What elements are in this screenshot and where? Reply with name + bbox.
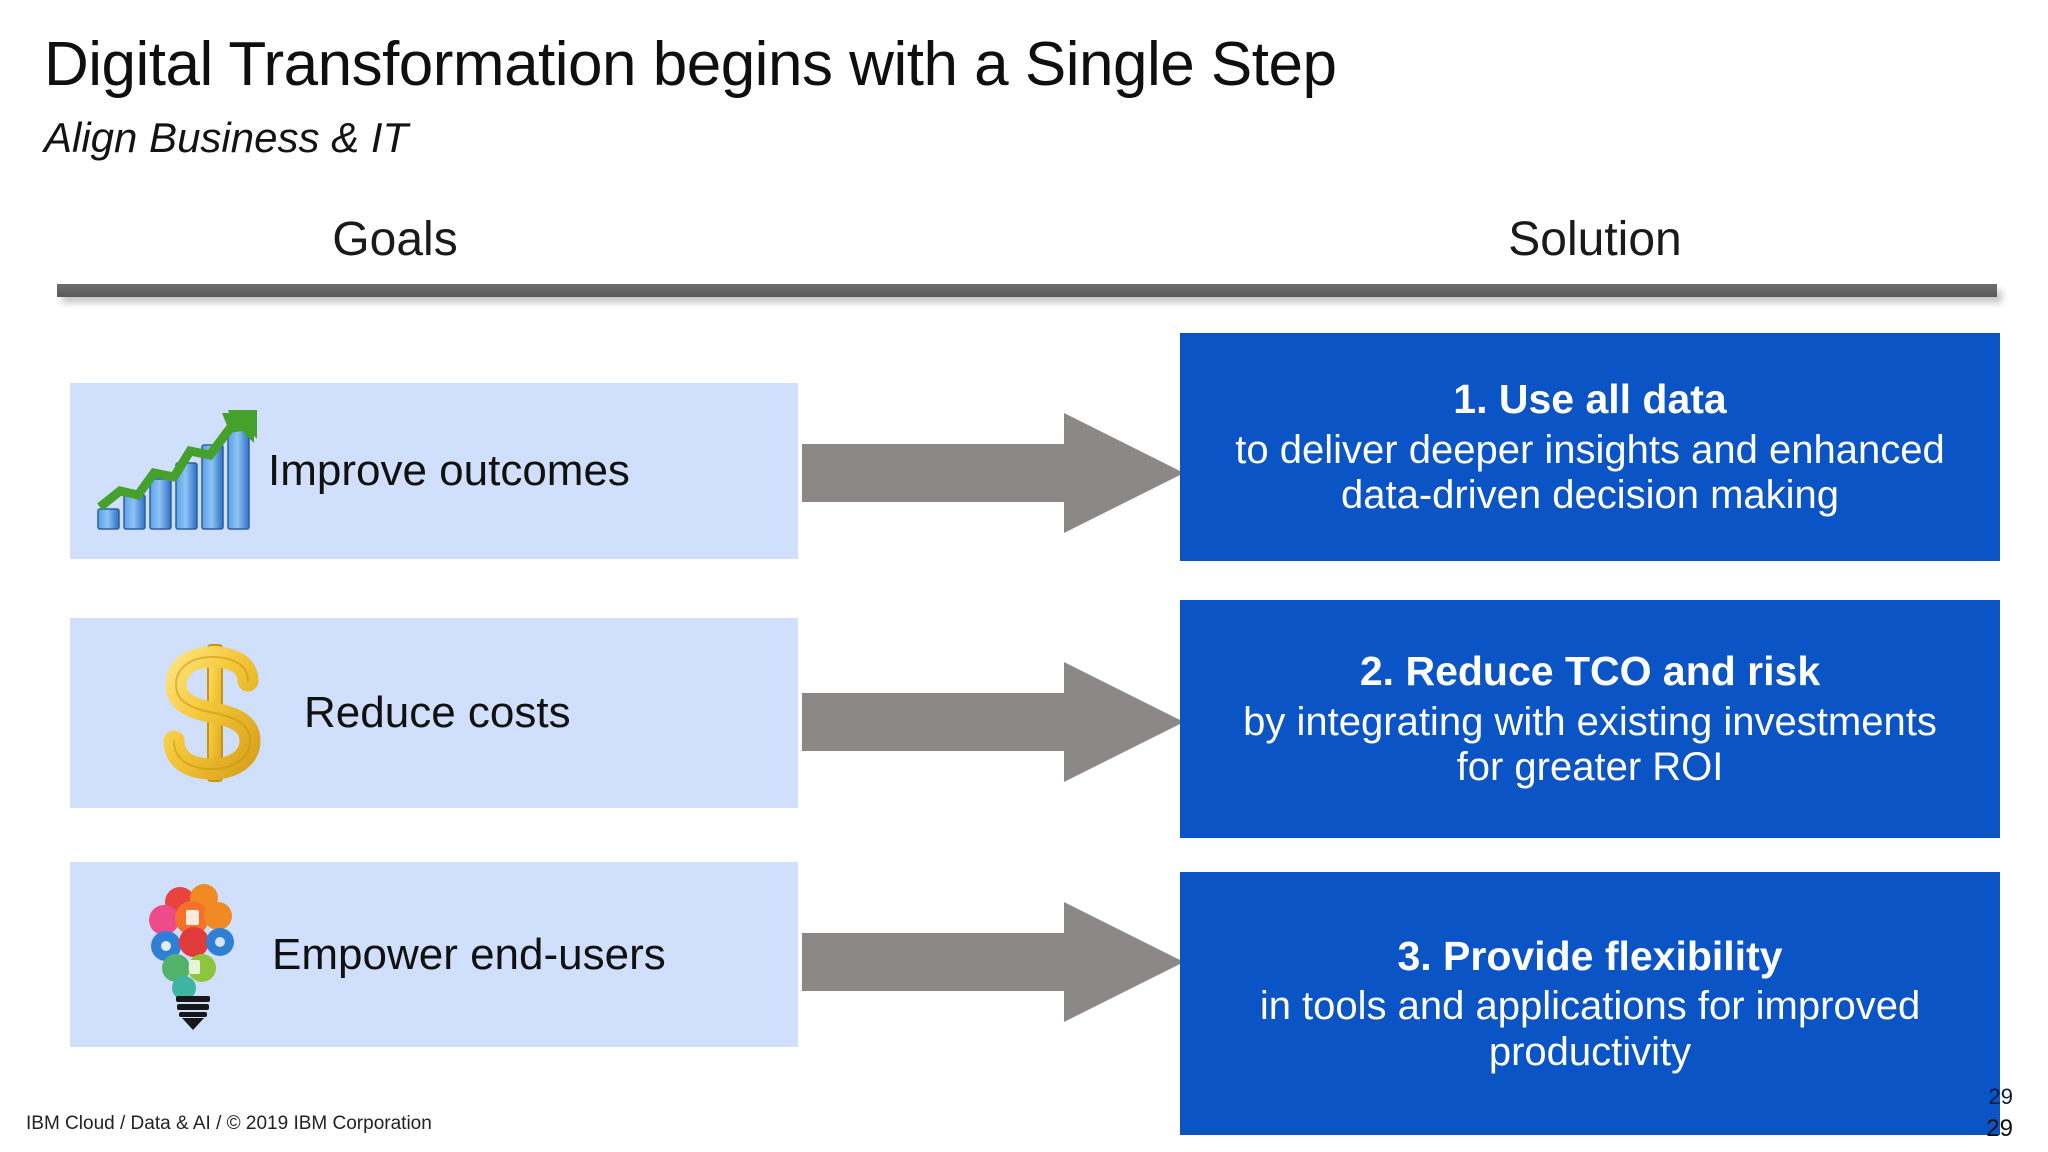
solution-body-line-1a: to deliver deeper insights and enhanced (1235, 427, 1945, 472)
goal-label-1: Improve outcomes (268, 446, 630, 495)
solution-body-line-2b: for greater ROI (1456, 745, 1724, 790)
footer-copyright: IBM Cloud / Data & AI / © 2019 IBM Corpo… (26, 1113, 432, 1134)
solution-body-line-3b: productivity (1488, 1029, 1692, 1074)
right-block-arrow-icon-2 (802, 660, 1184, 784)
solution-heading-3: 3. Provide flexibility (1397, 932, 1783, 979)
goal-label-2: Reduce costs (304, 688, 571, 737)
solution-card-3[interactable]: 3. Provide flexibility in tools and appl… (1180, 872, 2000, 1135)
right-block-arrow-icon-1 (802, 411, 1184, 535)
goal-card-1[interactable]: Improve outcomes (70, 383, 798, 559)
solution-card-1[interactable]: 1. Use all data to deliver deeper insigh… (1180, 333, 2000, 561)
solution-heading-2: 2. Reduce TCO and risk (1359, 648, 1821, 695)
goal-card-3[interactable]: Empower end-users (70, 862, 798, 1047)
page-subtitle: Align Business & IT (44, 114, 409, 161)
page-number-outer: 29 (1986, 1115, 2013, 1142)
dollar-sign-icon (156, 643, 276, 783)
solution-body-line-2a: by integrating with existing investments (1243, 699, 1937, 744)
right-block-arrow-icon-3 (802, 900, 1184, 1024)
content-row: Reduce costs 2. Reduce TCO and risk by i… (0, 600, 2048, 838)
solution-body-line-3a: in tools and applications for improved (1259, 984, 1921, 1029)
bar-chart-growth-icon (94, 407, 262, 535)
goal-label-3: Empower end-users (272, 929, 666, 979)
page-title: Digital Transformation begins with a Sin… (44, 30, 1337, 99)
content-row: Improve outcomes 1. Use all data to deli… (0, 333, 2048, 561)
column-header-goals: Goals (332, 213, 458, 266)
solution-card-2[interactable]: 2. Reduce TCO and risk by integrating wi… (1180, 600, 2000, 838)
goal-card-2[interactable]: Reduce costs (70, 618, 798, 808)
column-header-solution: Solution (1508, 213, 1682, 266)
content-row: Empower end-users 3. Provide flexibility… (0, 862, 2048, 1135)
header-divider-bar (57, 284, 1997, 297)
page-number-inner: 29 (1988, 1084, 2013, 1109)
solution-heading-1: 1. Use all data (1453, 376, 1727, 423)
solution-body-line-1b: data-driven decision making (1340, 473, 1840, 518)
lightbulb-apps-icon (136, 880, 256, 1030)
